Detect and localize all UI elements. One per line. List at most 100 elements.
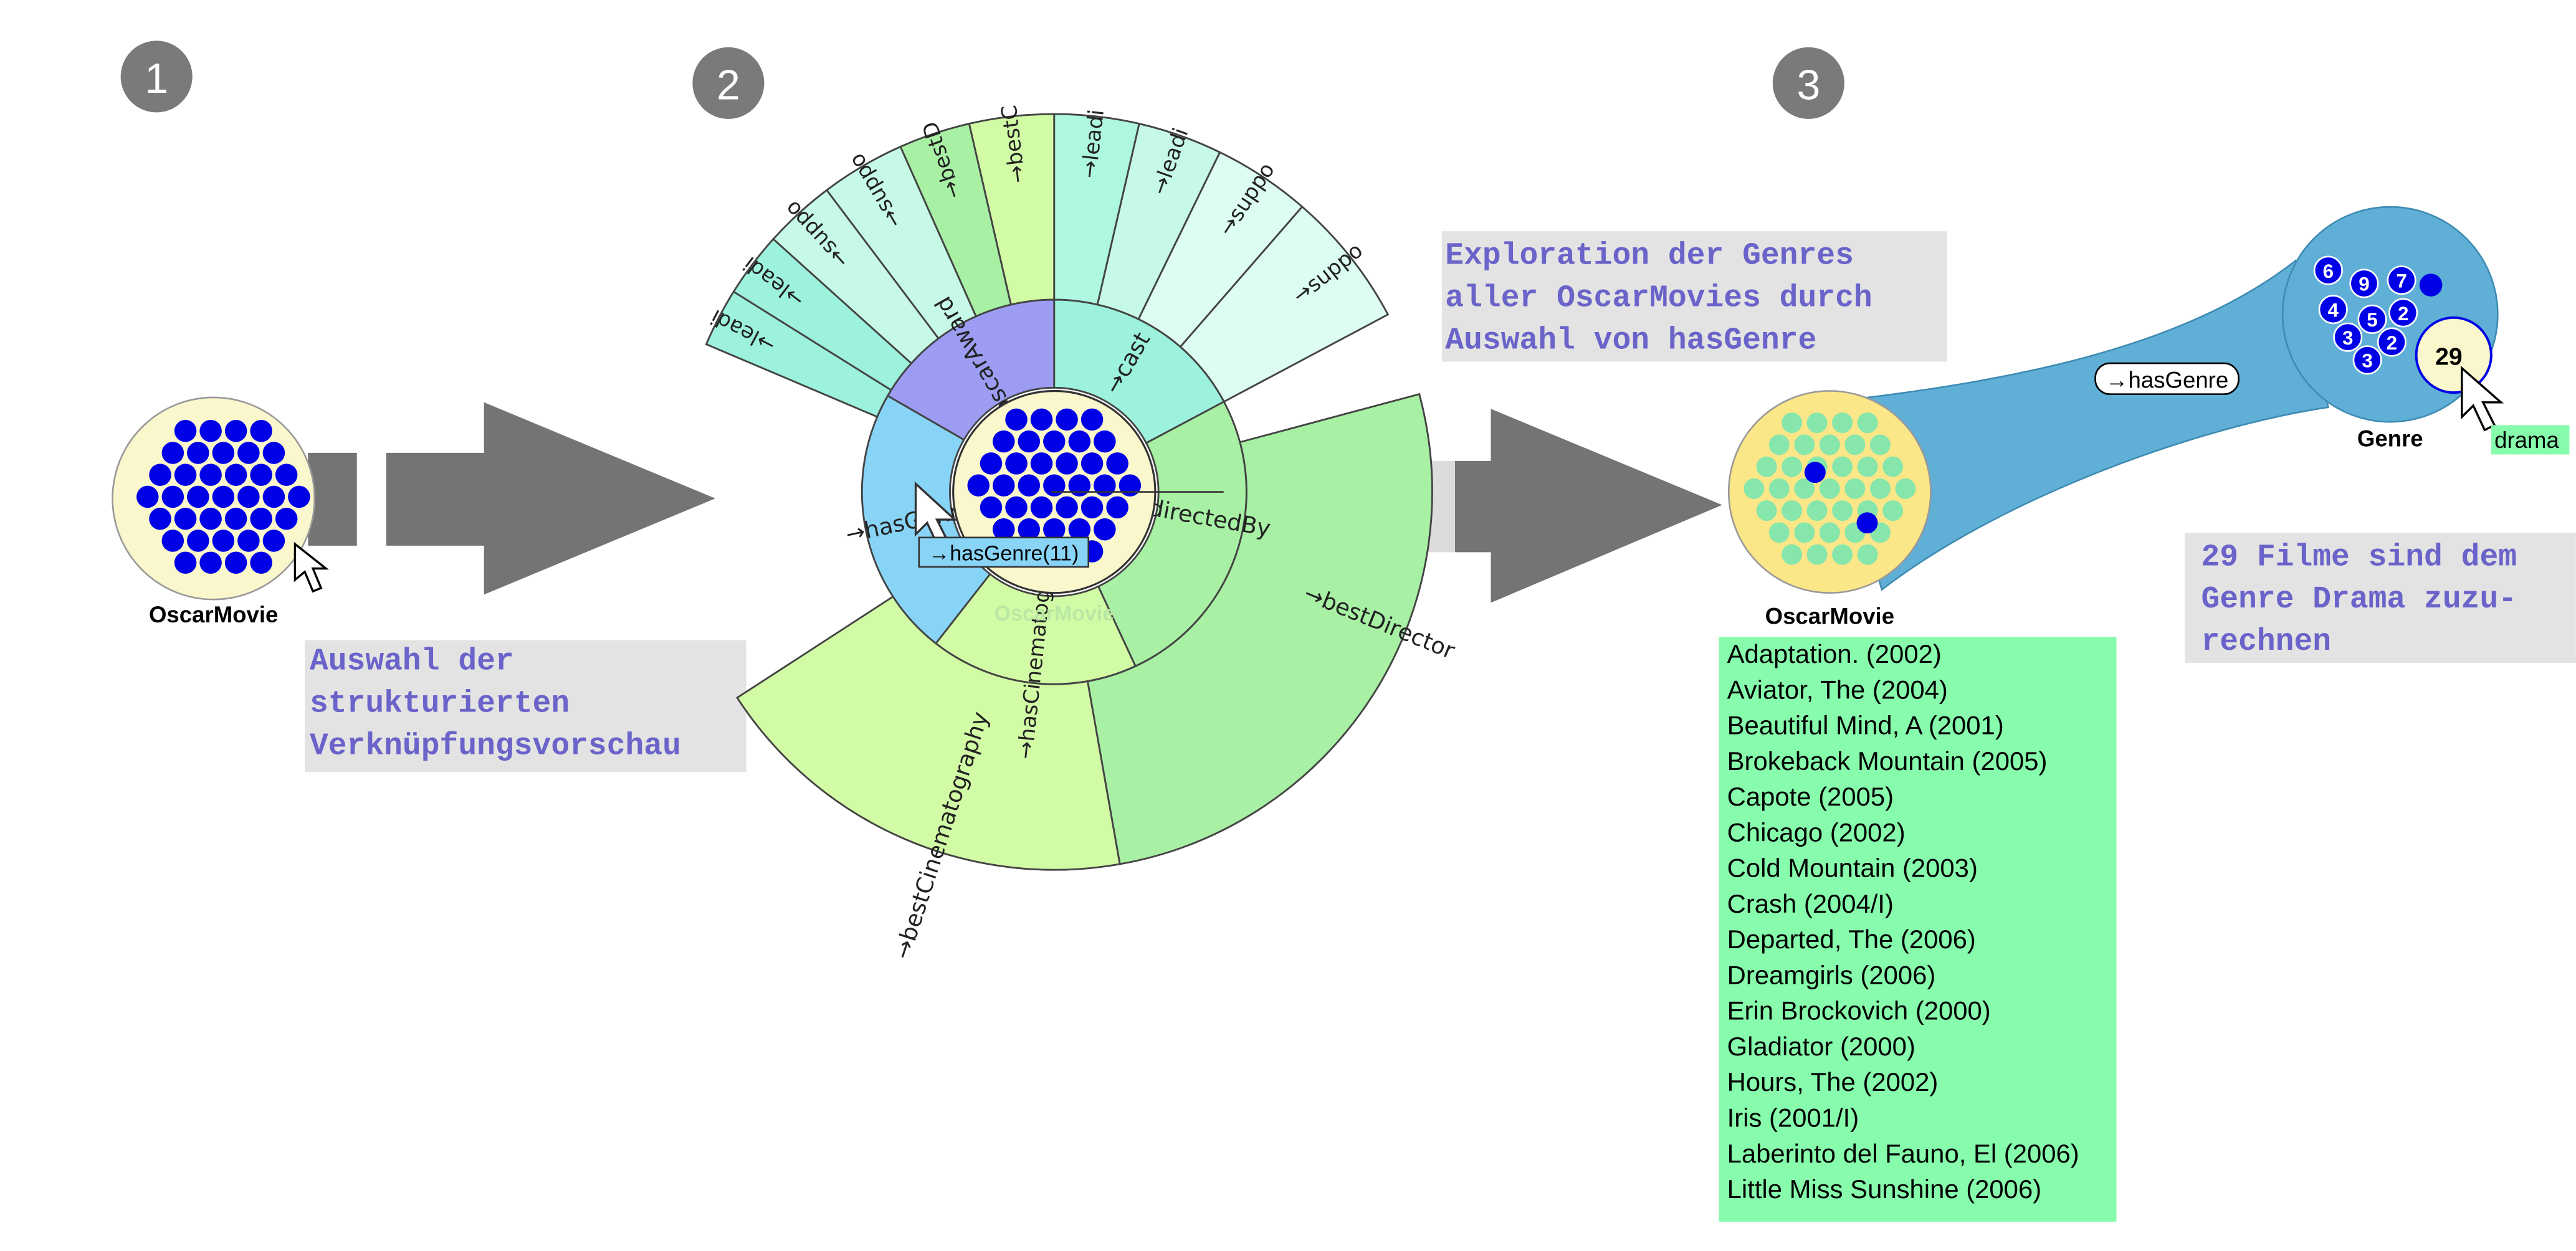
- movie-item[interactable]: Dreamgirls (2006): [1727, 960, 1936, 989]
- instance-dot: [262, 530, 285, 552]
- movie-item[interactable]: Chicago (2002): [1727, 817, 1906, 847]
- instance-dot: [237, 442, 260, 464]
- instance-dot: [1768, 434, 1790, 455]
- drama-count: 29: [2435, 344, 2463, 371]
- genre-dot[interactable]: [2387, 265, 2416, 295]
- genre-dot[interactable]: [2357, 304, 2387, 334]
- instance-dot: [1756, 500, 1777, 521]
- edge-label: →hasGenre: [2106, 367, 2228, 392]
- movie-item[interactable]: Laberinto del Fauno, El (2006): [1727, 1139, 2079, 1168]
- step-1-number: 1: [145, 55, 168, 102]
- instance-dot: [1018, 518, 1041, 541]
- instance-dots: [136, 419, 310, 574]
- movie-item[interactable]: Crash (2004/I): [1727, 889, 1894, 918]
- instance-dot: [1782, 500, 1803, 521]
- segment-cast[interactable]: [1053, 298, 1226, 444]
- instance-dot: [1857, 544, 1878, 565]
- instance-dot: [980, 496, 1003, 519]
- genre-dot[interactable]: [2419, 274, 2443, 297]
- instance-dot: [250, 507, 272, 530]
- instance-dot: [1882, 500, 1904, 521]
- instance-dot: [1005, 496, 1028, 519]
- caption-4-line-2: Genre Drama zuzu-: [2201, 582, 2517, 617]
- instance-dot: [1068, 474, 1091, 497]
- movie-item[interactable]: Gladiator (2000): [1727, 1032, 1915, 1061]
- genre-dot[interactable]: [2352, 345, 2382, 375]
- instance-dot: [187, 530, 209, 552]
- instance-dot: [250, 464, 272, 486]
- instance-dot: [1844, 478, 1866, 499]
- drama-label-box: [2491, 425, 2570, 455]
- panel-3: Exploration der Genres aller OscarMovies…: [1442, 206, 2576, 1222]
- movie-item[interactable]: Iris (2001/I): [1727, 1103, 1859, 1133]
- instance-dot: [1794, 478, 1815, 499]
- instance-dot: [1030, 408, 1053, 431]
- instance-dot: [224, 551, 247, 574]
- movie-item[interactable]: Little Miss Sunshine (2006): [1727, 1174, 2042, 1204]
- instance-dot: [1043, 518, 1066, 541]
- arrow-stub: [308, 452, 357, 546]
- genre-dot-count: 9: [2359, 274, 2369, 295]
- instance-dot: [224, 507, 247, 530]
- instance-dot: [199, 464, 222, 486]
- genre-dot-count: 5: [2367, 309, 2377, 331]
- instance-dot: [992, 474, 1015, 497]
- genre-dot[interactable]: [2333, 322, 2363, 352]
- instance-dot: [250, 551, 272, 574]
- instance-dot: [1043, 474, 1066, 497]
- genre-dot-count: 2: [2387, 332, 2397, 354]
- instance-dot: [237, 485, 260, 508]
- caption-box-1: [305, 640, 747, 773]
- cursor-icon-3: [2461, 366, 2504, 432]
- segment-hascinematographer[interactable]: [934, 573, 1137, 685]
- instance-dot: [1005, 452, 1028, 475]
- movie-item[interactable]: Capote (2005): [1727, 782, 1894, 811]
- instance-dot: [1018, 430, 1041, 453]
- instance-dot: [1857, 412, 1878, 434]
- movie-item[interactable]: Brokeback Mountain (2005): [1727, 746, 2048, 776]
- genre-node-label: Genre: [2357, 426, 2423, 451]
- genre-dot[interactable]: [2318, 295, 2348, 325]
- instance-dot: [1094, 518, 1116, 541]
- highlighted-dot: [1856, 512, 1878, 534]
- instance-dot: [1782, 456, 1803, 477]
- caption-3-line-1: Exploration der Genres: [1445, 239, 1854, 274]
- genre-dot[interactable]: [2349, 269, 2379, 298]
- source-instance-dots: [1744, 412, 1916, 565]
- movie-item[interactable]: Cold Mountain (2003): [1727, 854, 1978, 883]
- instance-dot: [1782, 412, 1803, 434]
- caption-3-line-2: aller OscarMovies durch: [1445, 281, 1872, 316]
- instance-dot: [149, 464, 171, 486]
- instance-dot: [288, 485, 310, 508]
- instance-dot: [1030, 452, 1053, 475]
- movie-list: [1719, 637, 2117, 1222]
- movie-item[interactable]: Departed, The (2006): [1727, 925, 1976, 954]
- hasgenre-edge-band[interactable]: [1825, 259, 2329, 591]
- movie-item[interactable]: Adaptation. (2002): [1727, 639, 1942, 668]
- genre-dot[interactable]: [2377, 327, 2407, 357]
- instance-dot: [1080, 496, 1104, 519]
- instance-dot: [136, 485, 159, 508]
- movie-item[interactable]: Beautiful Mind, A (2001): [1727, 711, 2004, 740]
- instance-dot: [161, 530, 184, 552]
- instance-dot: [1018, 474, 1041, 497]
- drama-genre-bubble[interactable]: [2415, 316, 2493, 394]
- instance-dot: [1744, 478, 1765, 499]
- instance-dot: [1857, 456, 1878, 477]
- instance-dot: [1806, 412, 1828, 434]
- genre-dot[interactable]: [2388, 298, 2418, 328]
- segment-directedby[interactable]: [1097, 400, 1247, 668]
- movie-item[interactable]: Hours, The (2002): [1727, 1067, 1939, 1096]
- segment-oscaraward[interactable]: [886, 298, 1056, 441]
- instance-dot: [199, 551, 222, 574]
- movie-item[interactable]: Erin Brockovich (2000): [1727, 996, 1991, 1025]
- caption-box-3: [1442, 231, 1947, 362]
- instance-dot: [212, 485, 235, 508]
- instance-dot: [174, 419, 197, 442]
- caption-3-line-3: Auswahl von hasGenre: [1445, 323, 1816, 358]
- instance-dot: [1106, 452, 1128, 475]
- movie-item[interactable]: Aviator, The (2004): [1727, 675, 1948, 704]
- instance-dot: [250, 419, 272, 442]
- genre-dot[interactable]: [2313, 255, 2343, 285]
